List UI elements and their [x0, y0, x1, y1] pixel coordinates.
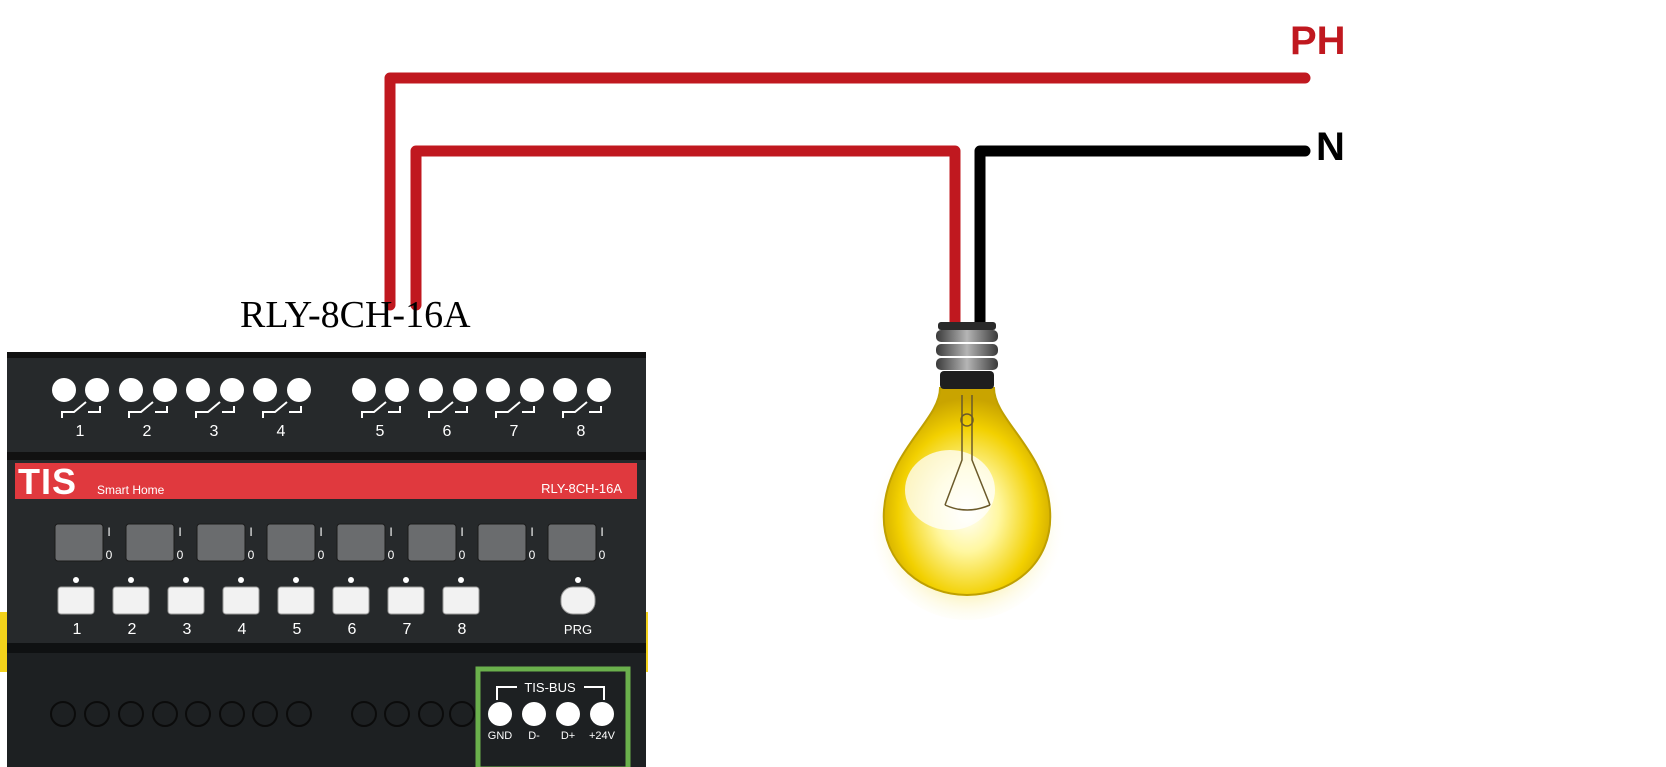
button-label: 8: [458, 621, 467, 638]
relay-channel-label: 4: [277, 423, 286, 440]
relay-channel-label: 1: [76, 423, 85, 440]
off-mark: 0: [388, 548, 395, 562]
light-bulb-icon: [867, 322, 1067, 620]
relay-channel-label: 7: [510, 423, 519, 440]
button-label: 6: [348, 621, 357, 638]
off-mark: 0: [248, 548, 255, 562]
bus-terminal-label: +24V: [589, 730, 616, 742]
bus-title: TIS-BUS: [524, 680, 576, 695]
manual-button[interactable]: [222, 586, 260, 615]
brand-logo: TIS: [18, 461, 77, 502]
on-mark: I: [319, 525, 322, 539]
bus-terminal-label: D-: [528, 730, 540, 742]
tis-bus-connector: TIS-BUS GND D- D+ +24V: [475, 666, 631, 767]
manual-button[interactable]: [112, 586, 150, 615]
button-label: 5: [293, 621, 302, 638]
bus-terminal-label: D+: [561, 730, 575, 742]
prg-button[interactable]: [560, 586, 596, 615]
switched-phase-wire: [410, 145, 961, 328]
on-mark: I: [249, 525, 252, 539]
phase-label: PH: [1290, 19, 1346, 63]
off-mark: 0: [318, 548, 325, 562]
manual-button[interactable]: [387, 586, 425, 615]
button-label: 1: [73, 621, 82, 638]
brand-band: TIS Smart Home RLY-8CH-16A: [15, 461, 637, 502]
button-label: 2: [128, 621, 137, 638]
relay-channel-label: 5: [376, 423, 385, 440]
on-mark: I: [389, 525, 392, 539]
button-label: 7: [403, 621, 412, 638]
manual-button-row: 1 2 3 4 5 6 7 8 PRG: [57, 577, 596, 638]
on-mark: I: [460, 525, 463, 539]
off-mark: 0: [529, 548, 536, 562]
off-mark: 0: [177, 548, 184, 562]
off-mark: 0: [599, 548, 606, 562]
relay-channel-label: 6: [443, 423, 452, 440]
off-mark: 0: [106, 548, 113, 562]
manual-button[interactable]: [167, 586, 205, 615]
relay-terminal-row: 1 2 3 4 5 6 7 8: [52, 378, 611, 440]
manual-button[interactable]: [442, 586, 480, 615]
device-title: RLY-8CH-16A: [240, 294, 471, 336]
manual-button[interactable]: [57, 586, 95, 615]
on-mark: I: [530, 525, 533, 539]
on-mark: I: [600, 525, 603, 539]
relay-module-icon: 1 2 3 4 5 6 7 8 TIS Smart Home RLY-8CH-1…: [0, 352, 648, 767]
button-label: 3: [183, 621, 192, 638]
on-mark: I: [178, 525, 181, 539]
neutral-wire: [974, 145, 1311, 328]
bottom-terminal-row: [50, 701, 475, 727]
neutral-label: N: [1316, 125, 1345, 169]
bus-highlight-box: [475, 666, 631, 767]
brand-subtitle: Smart Home: [97, 483, 165, 497]
on-mark: I: [107, 525, 110, 539]
manual-button[interactable]: [277, 586, 315, 615]
relay-channel-label: 3: [210, 423, 219, 440]
prg-label: PRG: [564, 622, 592, 637]
button-label: 4: [238, 621, 247, 638]
manual-button[interactable]: [332, 586, 370, 615]
phase-wire-feed: [384, 72, 1311, 311]
status-window-row: I 0 I 0 I 0 I 0 I 0 I 0 I 0 I 0: [54, 523, 606, 562]
relay-channel-label: 8: [577, 423, 586, 440]
relay-channel-label: 2: [143, 423, 152, 440]
off-mark: 0: [459, 548, 466, 562]
bus-terminal-label: GND: [488, 730, 513, 742]
band-model: RLY-8CH-16A: [541, 481, 622, 496]
